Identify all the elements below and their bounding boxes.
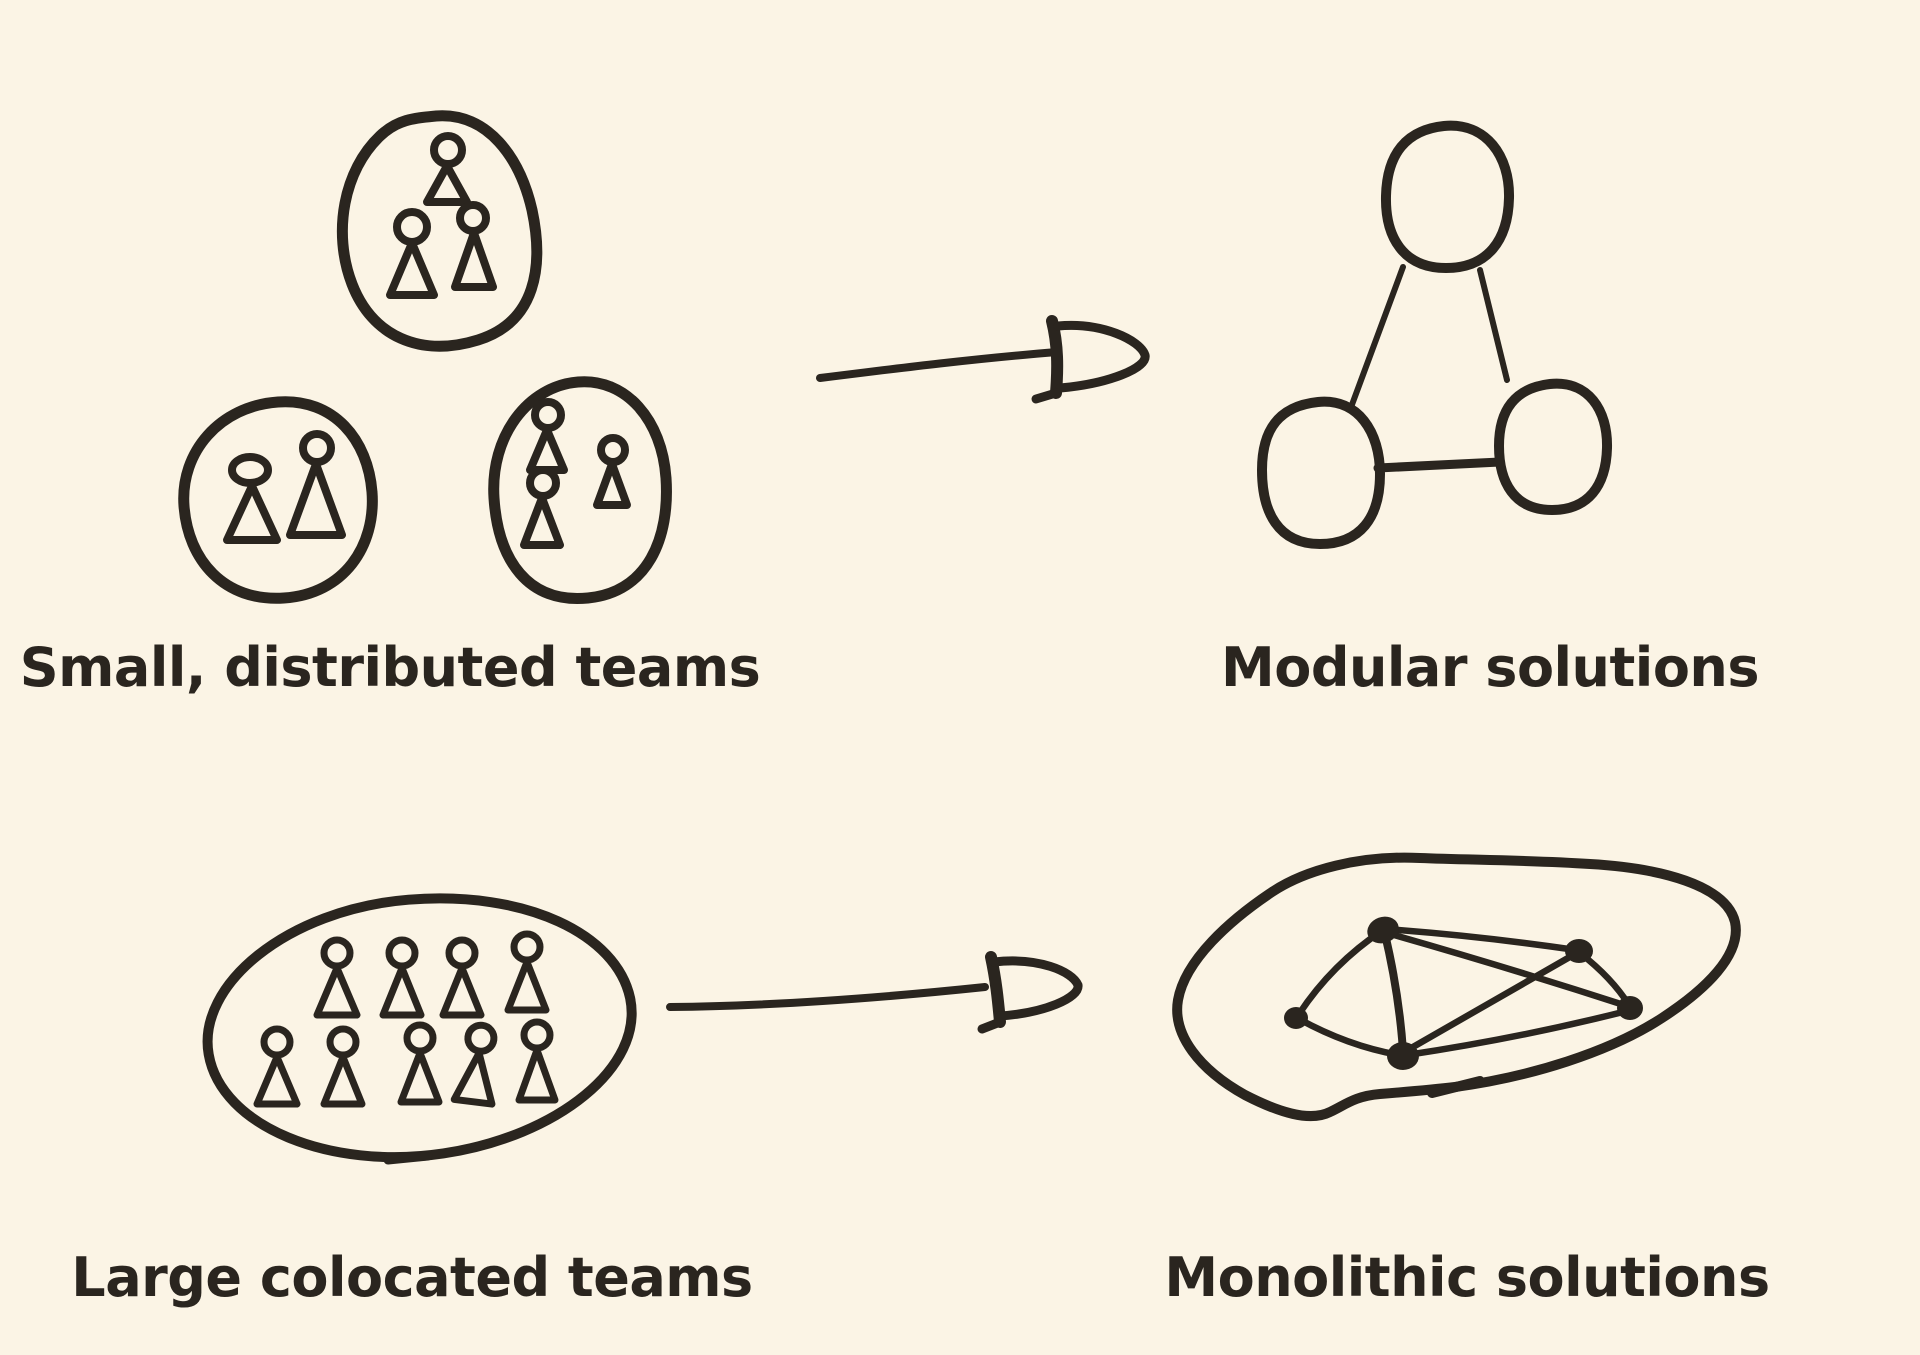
person-icon xyxy=(520,466,564,549)
person-icon xyxy=(313,936,361,1019)
person-icon xyxy=(593,434,631,509)
person-icon xyxy=(253,1025,301,1108)
team-blob-large xyxy=(202,893,637,1165)
person-head-icon xyxy=(385,936,419,970)
arrow-head-loop xyxy=(989,956,1083,1021)
graph-node-icon xyxy=(1284,1007,1308,1029)
person-body xyxy=(320,1053,366,1108)
graph-edge xyxy=(1380,926,1407,1055)
person-head-icon xyxy=(456,201,490,235)
person-body xyxy=(520,494,564,549)
person-head-icon xyxy=(228,453,272,487)
graph-edge xyxy=(1383,929,1631,1010)
person-body xyxy=(379,964,425,1019)
person-head-icon xyxy=(597,434,629,466)
monolithic-solutions-label: Monolithic solutions xyxy=(1164,1246,1769,1309)
person-head-icon xyxy=(260,1025,294,1059)
person-icon xyxy=(223,453,281,544)
person-icon xyxy=(379,936,425,1019)
person-icon xyxy=(386,208,438,299)
person-head-icon xyxy=(430,132,466,168)
person-head-icon xyxy=(393,208,431,246)
team-boundary-icon xyxy=(336,110,543,352)
person-icon xyxy=(504,930,550,1014)
person-body xyxy=(313,964,361,1019)
small-distributed-teams-label: Small, distributed teams xyxy=(20,636,760,699)
team-blob-1 xyxy=(336,110,543,352)
person-body xyxy=(515,1046,559,1104)
person-head-icon xyxy=(445,936,479,970)
person-icon xyxy=(397,1021,443,1106)
person-icon xyxy=(423,132,471,206)
person-head-icon xyxy=(299,430,335,466)
graph-edge xyxy=(1295,926,1387,1018)
row-small-distributed-teams: Small, distributed teams Modular solutio… xyxy=(20,110,1760,699)
team-boundary-icon xyxy=(202,893,637,1163)
row-large-colocated-teams: Large colocated teams Monolithic solutio… xyxy=(71,852,1770,1309)
module-node-icon xyxy=(1494,378,1613,515)
person-icon xyxy=(439,936,485,1019)
large-colocated-teams-label: Large colocated teams xyxy=(71,1246,752,1309)
module-link xyxy=(1477,267,1510,383)
person-head-icon xyxy=(326,1025,360,1059)
person-body xyxy=(451,229,497,291)
person-head-icon xyxy=(526,466,560,500)
module-link xyxy=(1373,457,1505,473)
monolithic-solution xyxy=(1172,852,1741,1122)
graph-node-icon xyxy=(1387,1042,1419,1070)
arrow-right-icon xyxy=(666,951,1083,1034)
person-body xyxy=(450,1049,496,1108)
pen-overlap-tick xyxy=(383,1151,433,1165)
module-node-icon xyxy=(1380,120,1515,273)
person-body xyxy=(286,460,346,539)
graph-edge xyxy=(1403,1007,1631,1059)
graph-edge xyxy=(1295,1015,1403,1059)
person-body xyxy=(253,1053,301,1108)
arrow-shaft xyxy=(816,348,1062,382)
person-icon xyxy=(320,1025,366,1108)
graph-node-icon xyxy=(1565,939,1593,963)
person-body xyxy=(593,460,631,509)
person-body xyxy=(223,482,281,544)
modular-solutions-label: Modular solutions xyxy=(1221,636,1759,699)
person-icon xyxy=(526,398,568,474)
graph-node-icon xyxy=(1617,996,1643,1020)
team-boundary-icon xyxy=(488,376,672,605)
person-body xyxy=(526,426,568,474)
person-body xyxy=(439,964,485,1019)
arrow-head-bar xyxy=(1046,315,1064,399)
arrow-head-loop xyxy=(1053,320,1150,393)
person-icon xyxy=(515,1018,559,1104)
arrow-shaft xyxy=(666,983,989,1011)
person-body xyxy=(504,958,550,1014)
monolith-boundary-icon xyxy=(1172,852,1741,1122)
graph-edge xyxy=(1402,950,1579,1055)
person-head-icon xyxy=(320,936,354,970)
module-link xyxy=(1347,264,1406,413)
team-blob-2 xyxy=(178,396,378,604)
person-head-icon xyxy=(464,1021,498,1055)
person-icon xyxy=(451,201,497,291)
team-blob-3 xyxy=(488,376,672,605)
modular-solution xyxy=(1257,120,1613,549)
person-body xyxy=(423,162,471,206)
person-icon xyxy=(450,1021,498,1108)
graph-node-icon xyxy=(1367,916,1399,944)
person-body xyxy=(397,1049,443,1106)
arrow-head-tail xyxy=(977,1017,1005,1034)
module-node-icon xyxy=(1257,396,1385,549)
person-head-icon xyxy=(520,1018,554,1052)
arrow-head-tail xyxy=(1031,388,1061,404)
team-boundary-icon xyxy=(178,396,378,604)
team-boundary-wrap xyxy=(202,893,637,1163)
person-head-icon xyxy=(510,930,544,964)
person-head-icon xyxy=(531,398,565,432)
graph-edge xyxy=(1381,925,1580,954)
person-icon xyxy=(286,430,346,539)
person-head-icon xyxy=(403,1021,437,1055)
arrow-right-icon xyxy=(816,315,1150,404)
person-body xyxy=(386,239,438,299)
pen-overlap-tick xyxy=(1427,1076,1485,1098)
